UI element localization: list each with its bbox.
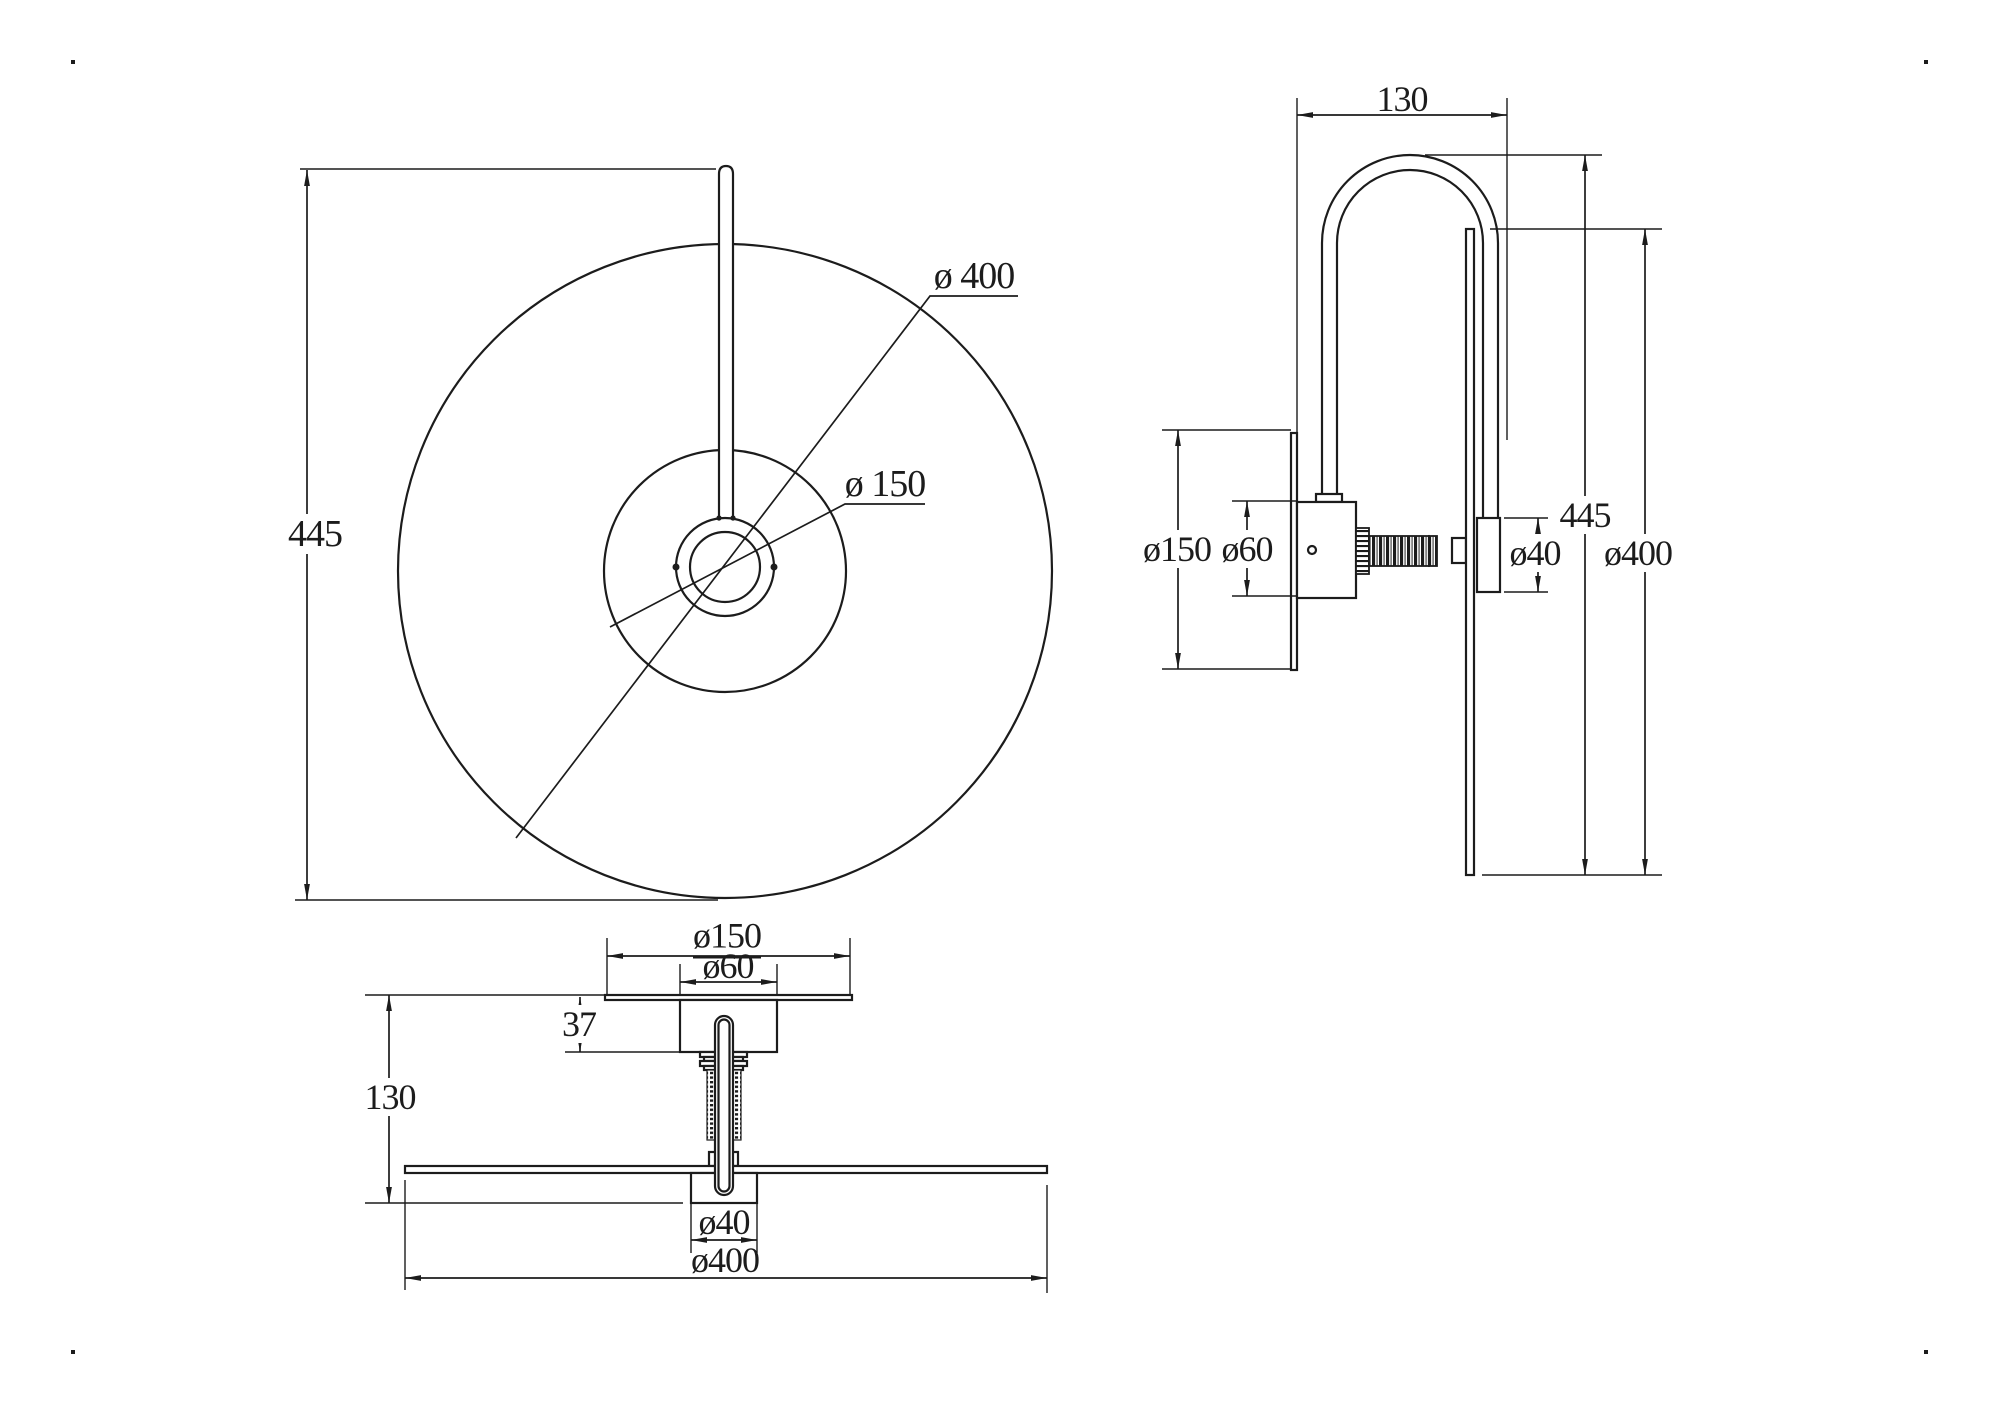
bv-depth-label: 130 <box>359 1078 421 1116</box>
sv-housing <box>1295 500 1358 600</box>
corner-marks <box>71 60 1928 1354</box>
fv-inner-diameter-leader <box>609 503 925 628</box>
sv-arm-collar <box>1314 492 1344 504</box>
fv-hub-inner-circle <box>688 530 762 604</box>
fv-outer-diameter-label: ø 400 <box>933 255 1015 297</box>
fv-stem-left-dot <box>716 515 722 521</box>
bv-hub-diameter-label: ø40 <box>698 1202 751 1242</box>
fv-stem <box>717 164 735 534</box>
sv-depth-label: 130 <box>1376 79 1429 119</box>
sv-disc-diameter-label: ø400 <box>1599 534 1677 572</box>
sv-housing-diameter-label: ø60 <box>1216 530 1278 568</box>
sv-height-label: 445 <box>1554 496 1616 534</box>
sv-spacer <box>1450 536 1468 565</box>
bv-housing-diameter-label: ø60 <box>702 946 755 986</box>
fv-hub-right-dot <box>770 563 778 571</box>
fv-height-label: 445 <box>283 514 347 554</box>
fv-stem-right-dot <box>730 515 736 521</box>
sv-plate-diameter-label: ø150 <box>1138 530 1216 568</box>
sv-disc-edge <box>1464 227 1476 877</box>
fv-hub-left-dot <box>672 563 680 571</box>
bv-housing-height-label: 37 <box>557 1005 601 1043</box>
sv-hub <box>1475 516 1502 594</box>
sv-arm-outer <box>1320 153 1500 520</box>
sv-knurl-collar <box>1355 527 1370 575</box>
bottom-view <box>365 938 1049 1293</box>
sv-arm-inner <box>1335 168 1485 520</box>
sv-screw-hole <box>1306 544 1318 556</box>
front-view <box>295 164 1054 901</box>
bv-plate-diameter-label: ø150 <box>693 918 762 959</box>
sv-hub-diameter-label: ø40 <box>1504 534 1566 572</box>
sv-knurl-knob <box>1368 535 1438 567</box>
bv-disc-diameter-label: ø400 <box>691 1240 760 1280</box>
fv-inner-diameter-label: ø 150 <box>844 463 926 505</box>
fv-outer-diameter-leader <box>515 295 1018 839</box>
side-view <box>1162 98 1662 877</box>
bv-tube-inner <box>717 1018 731 1193</box>
